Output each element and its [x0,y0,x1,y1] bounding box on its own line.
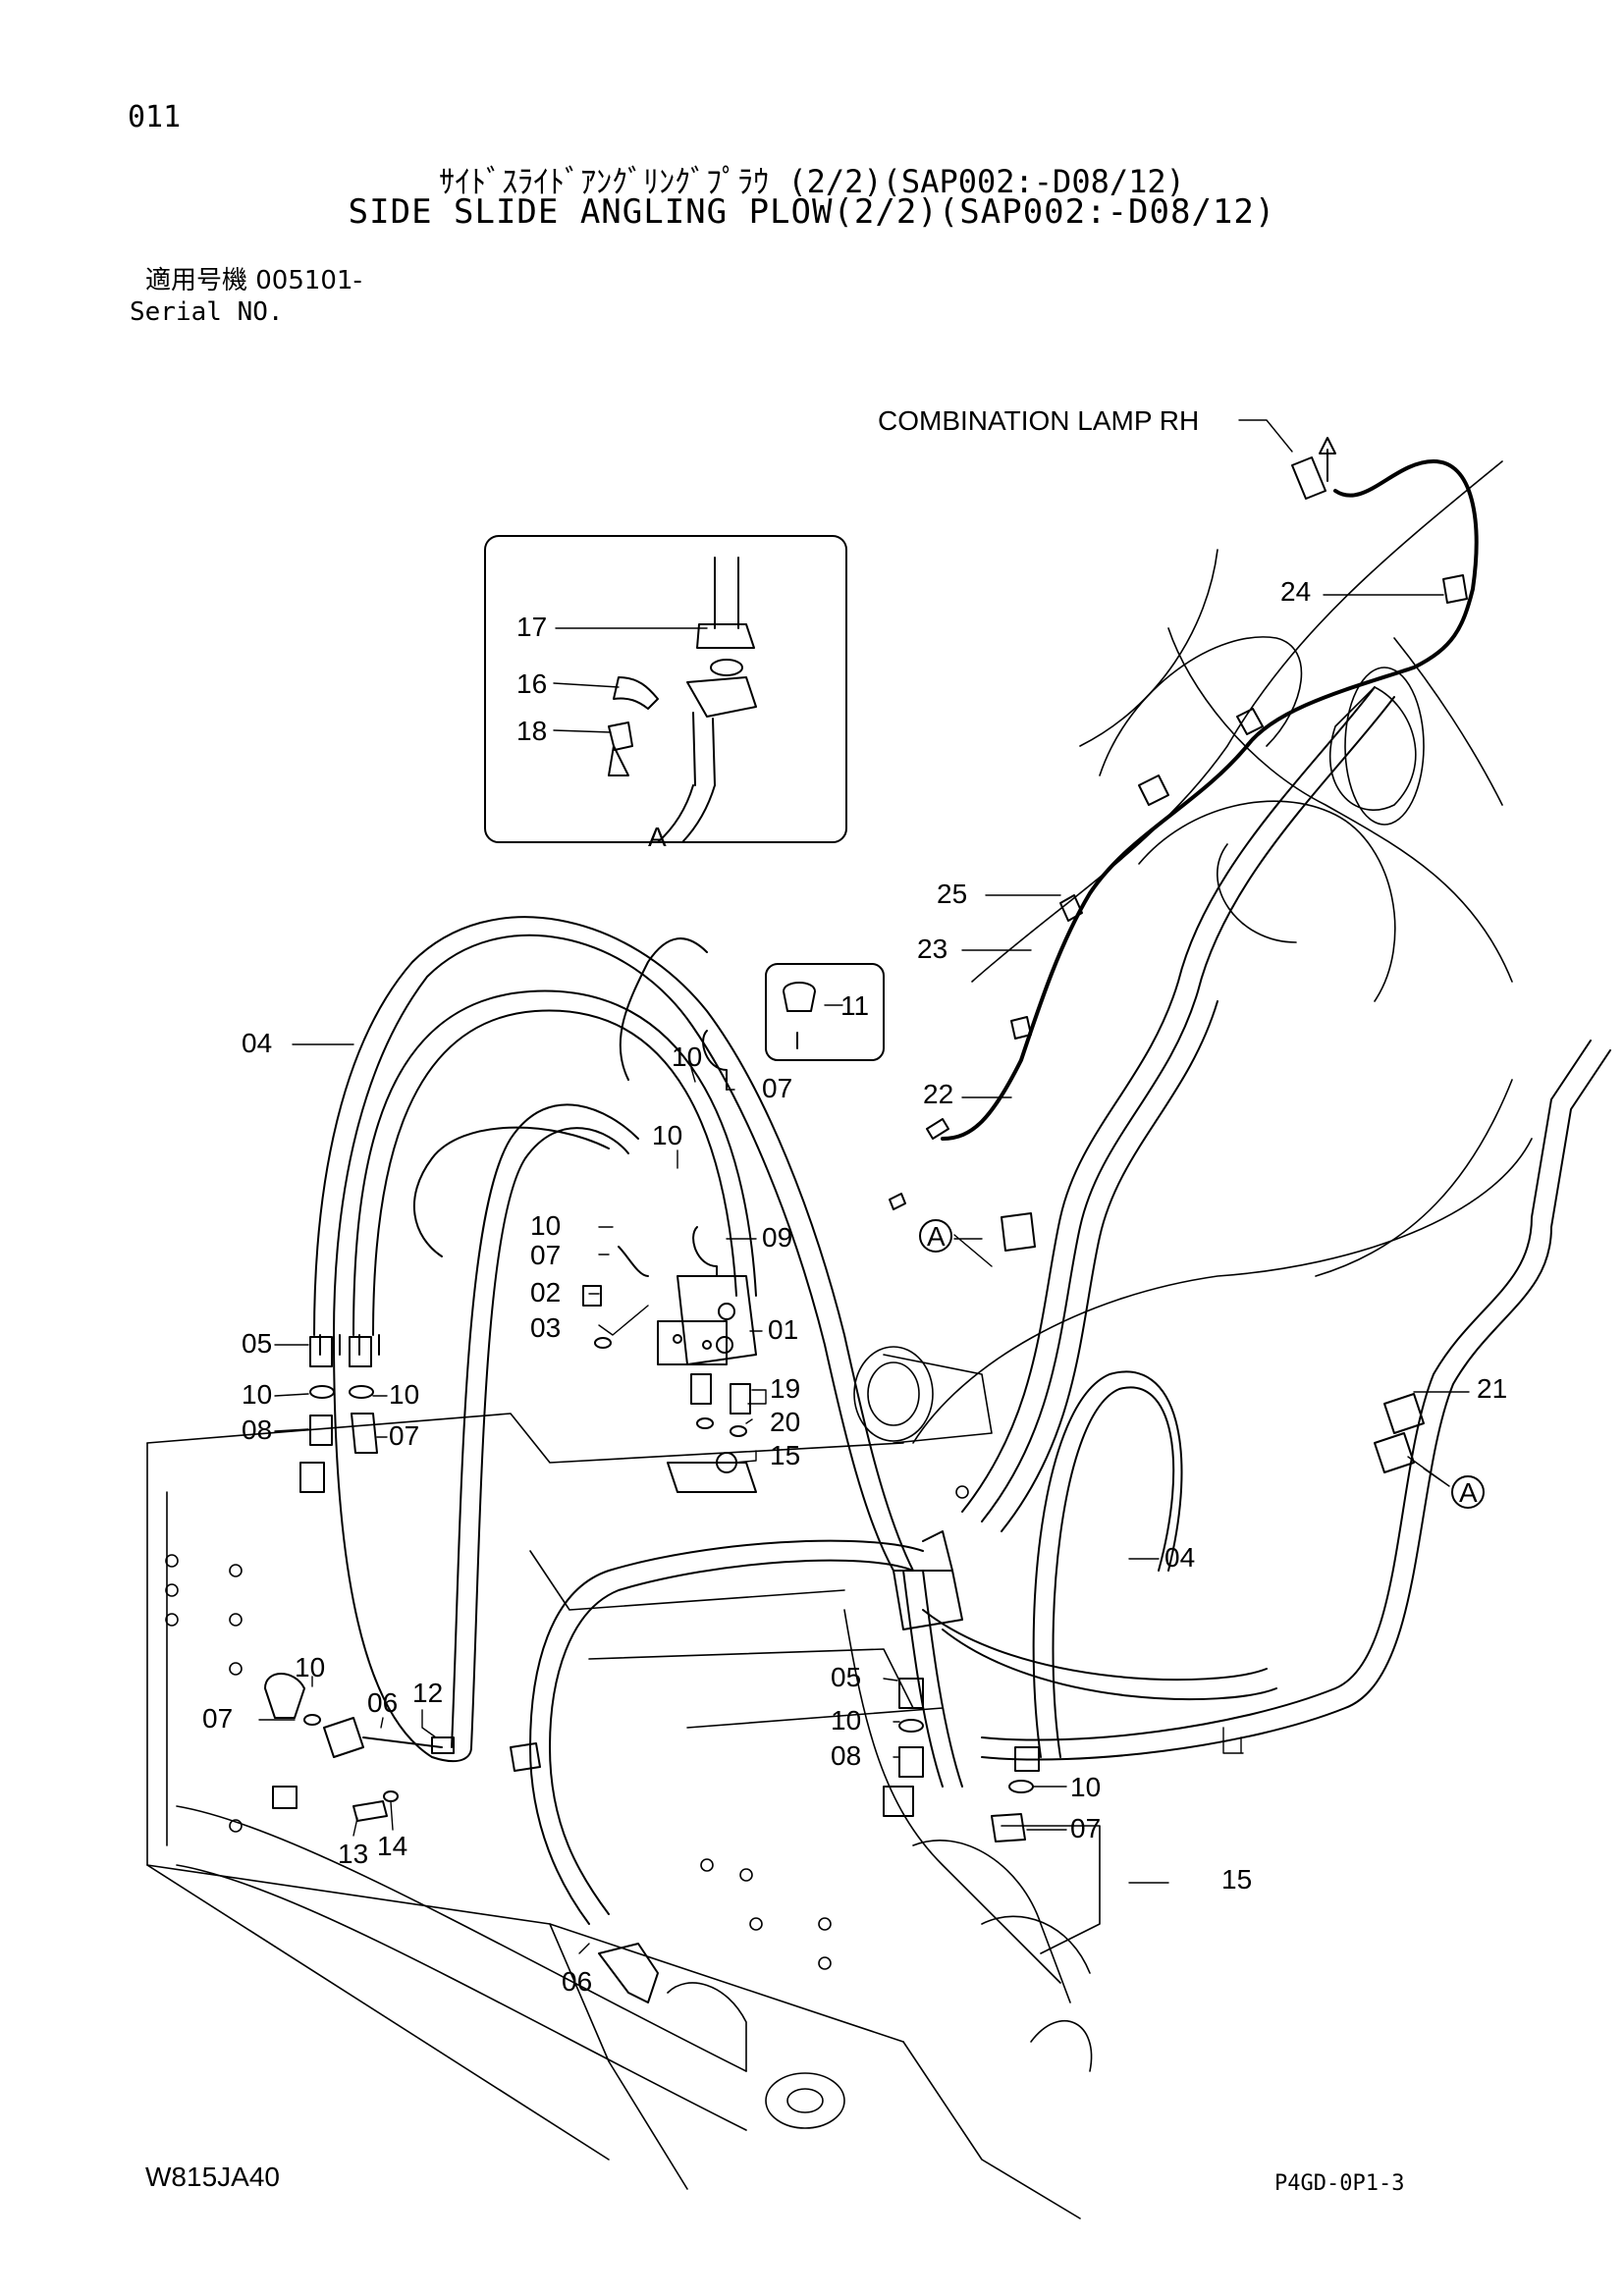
label-20: 20 [770,1407,800,1437]
reference-code: P4GD-0P1-3 [1274,2171,1405,2196]
label-07-top: 07 [762,1073,792,1103]
label-22: 22 [923,1079,953,1109]
label-11: 11 [840,990,869,1021]
page-number: 011 [128,100,182,134]
label-10-mid: 10 [652,1120,682,1150]
label-05-right: 05 [831,1662,861,1692]
serial-label-japanese: 適用号機 005101- [145,266,362,295]
label-07-right: 07 [1070,1813,1101,1843]
fittings [264,437,1468,2003]
label-08-right: 08 [831,1740,861,1771]
label-12: 12 [412,1678,443,1708]
label-10-top: 10 [672,1041,702,1072]
label-10-bottom-left: 10 [295,1652,325,1682]
label-07-bottom-left: 07 [202,1703,233,1734]
label-21: 21 [1477,1373,1507,1404]
hoses [313,686,1611,1925]
detail-box-a [484,535,847,843]
label-10-right: 10 [831,1705,861,1735]
label-14: 14 [377,1831,407,1861]
label-09: 09 [762,1222,792,1253]
label-10-valve: 10 [530,1210,561,1241]
label-16: 16 [516,668,547,699]
machine-outline [146,460,1533,2219]
label-10-left-a: 10 [242,1379,272,1410]
label-07-valve: 07 [530,1240,561,1270]
label-06-left: 06 [367,1687,398,1718]
label-detail-a: A [648,822,667,852]
label-02: 02 [530,1277,561,1308]
label-a-marker-2: A [1459,1477,1478,1508]
label-08-left: 08 [242,1415,272,1445]
label-18: 18 [516,716,547,746]
a-markers [919,1219,1485,1509]
label-03: 03 [530,1312,561,1343]
label-25: 25 [937,879,967,909]
label-24: 24 [1280,576,1311,607]
label-05-left: 05 [242,1328,272,1359]
callout-labels: COMBINATION LAMP RH 24 25 23 22 21 17 16… [202,405,1507,1997]
title-english: SIDE SLIDE ANGLING PLOW(2/2)(SAP002:-D08… [348,192,1276,232]
label-04-left: 04 [242,1028,272,1058]
label-a-marker-1: A [927,1221,946,1252]
serial-label-english: Serial NO. [130,297,284,327]
label-15-right: 15 [1221,1864,1252,1895]
label-combination-lamp: COMBINATION LAMP RH [878,405,1199,436]
harness [941,459,1479,1141]
label-10-right-b: 10 [1070,1772,1101,1802]
drawing-code: W815JA40 [145,2162,280,2192]
label-10-left-b: 10 [389,1379,419,1410]
label-06-bottom: 06 [562,1966,592,1997]
label-07-left: 07 [389,1420,419,1451]
label-23: 23 [917,934,947,964]
label-04-right: 04 [1164,1542,1195,1573]
label-01: 01 [768,1314,798,1345]
leader-lines [258,419,1470,1954]
label-15-center: 15 [770,1440,800,1470]
label-13: 13 [338,1839,368,1869]
label-19: 19 [770,1373,800,1404]
title-japanese: ｻｲﾄﾞｽﾗｲﾄﾞｱﾝｸﾞﾘﾝｸﾞﾌﾟﾗｳ (2/2)(SAP002:-D08/… [439,163,1185,200]
detail-box-11 [765,963,885,1061]
label-17: 17 [516,612,547,642]
